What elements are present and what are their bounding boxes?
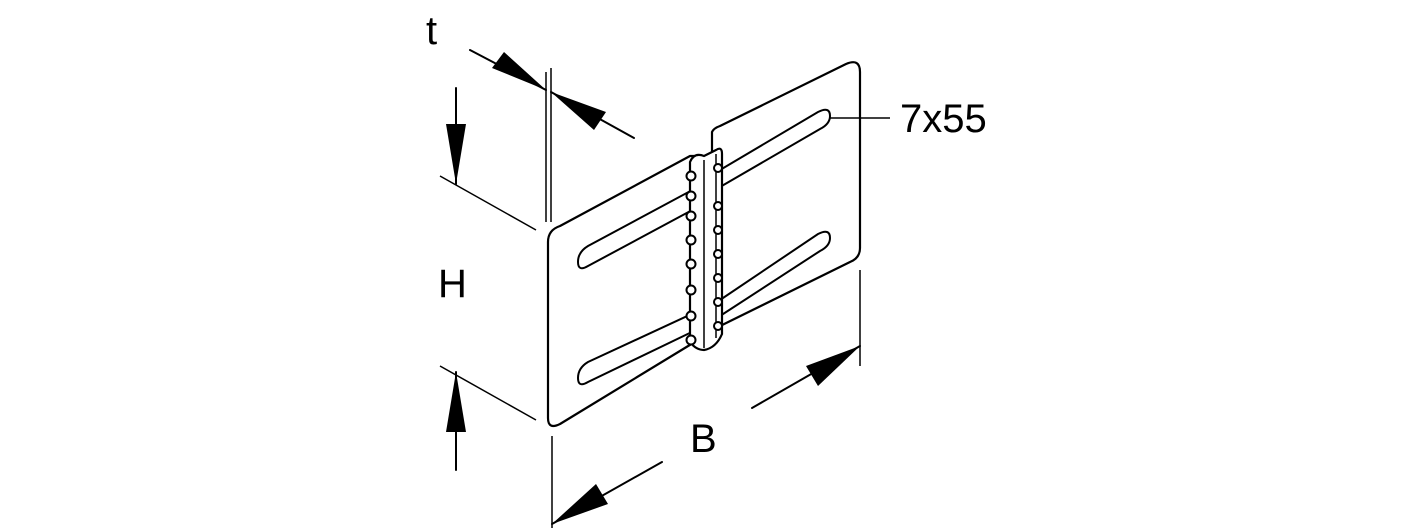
height-label: H [438, 262, 467, 306]
left-lower-slot [576, 310, 697, 386]
width-dimension: B [551, 270, 861, 528]
slot-size-label: 7x55 [900, 97, 987, 141]
center-joint [685, 147, 724, 352]
height-dimension: H [438, 87, 537, 471]
thickness-label: t [426, 9, 437, 53]
right-lower-slot [719, 230, 832, 318]
thickness-dimension: t [426, 9, 635, 222]
right-plate [710, 61, 862, 332]
width-label: B [690, 417, 717, 461]
bead-column-left [685, 170, 697, 346]
slot-callout: 7x55 [830, 97, 987, 141]
bead-column-right [713, 163, 723, 331]
left-upper-slot [576, 186, 697, 270]
right-upper-slot [719, 108, 832, 189]
left-plate [546, 154, 700, 428]
